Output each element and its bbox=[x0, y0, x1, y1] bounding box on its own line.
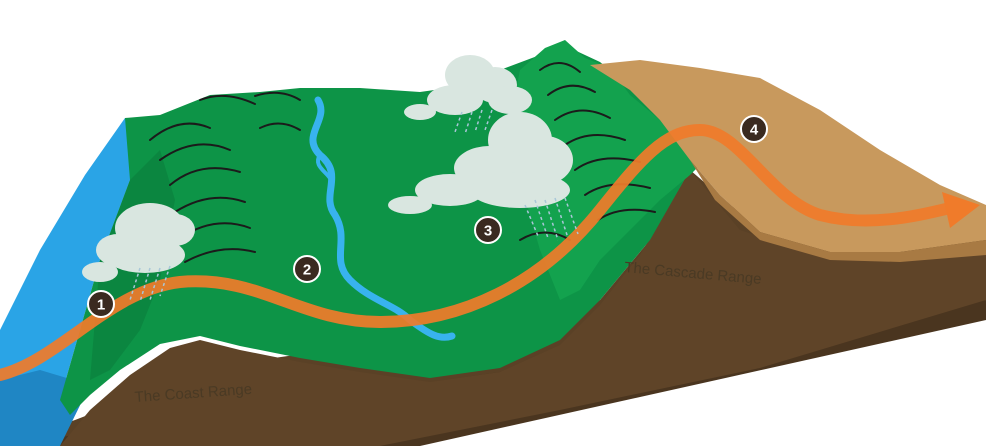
airflow-arrow-icon bbox=[0, 123, 956, 381]
marker-1-label: 1 bbox=[97, 297, 105, 314]
cloud-icon bbox=[404, 55, 532, 120]
rain-icon bbox=[524, 197, 579, 241]
marker-1: 1 bbox=[87, 290, 115, 318]
river-tributary bbox=[316, 153, 334, 192]
cloud-icon bbox=[388, 112, 573, 214]
desert-edge bbox=[690, 160, 986, 262]
rain-icon bbox=[454, 109, 493, 135]
airflow-arrowhead bbox=[942, 192, 980, 228]
coast-range-earth bbox=[60, 170, 986, 446]
marker-3-label: 3 bbox=[484, 223, 492, 240]
marker-2-label: 2 bbox=[303, 262, 311, 279]
marker-3: 3 bbox=[474, 216, 502, 244]
marker-4-label: 4 bbox=[750, 122, 759, 139]
desert-plateau bbox=[590, 60, 986, 252]
rain-icon bbox=[129, 265, 171, 303]
marker-4: 4 bbox=[740, 115, 768, 143]
cloud-icon bbox=[82, 203, 195, 282]
marker-2: 2 bbox=[293, 255, 321, 283]
